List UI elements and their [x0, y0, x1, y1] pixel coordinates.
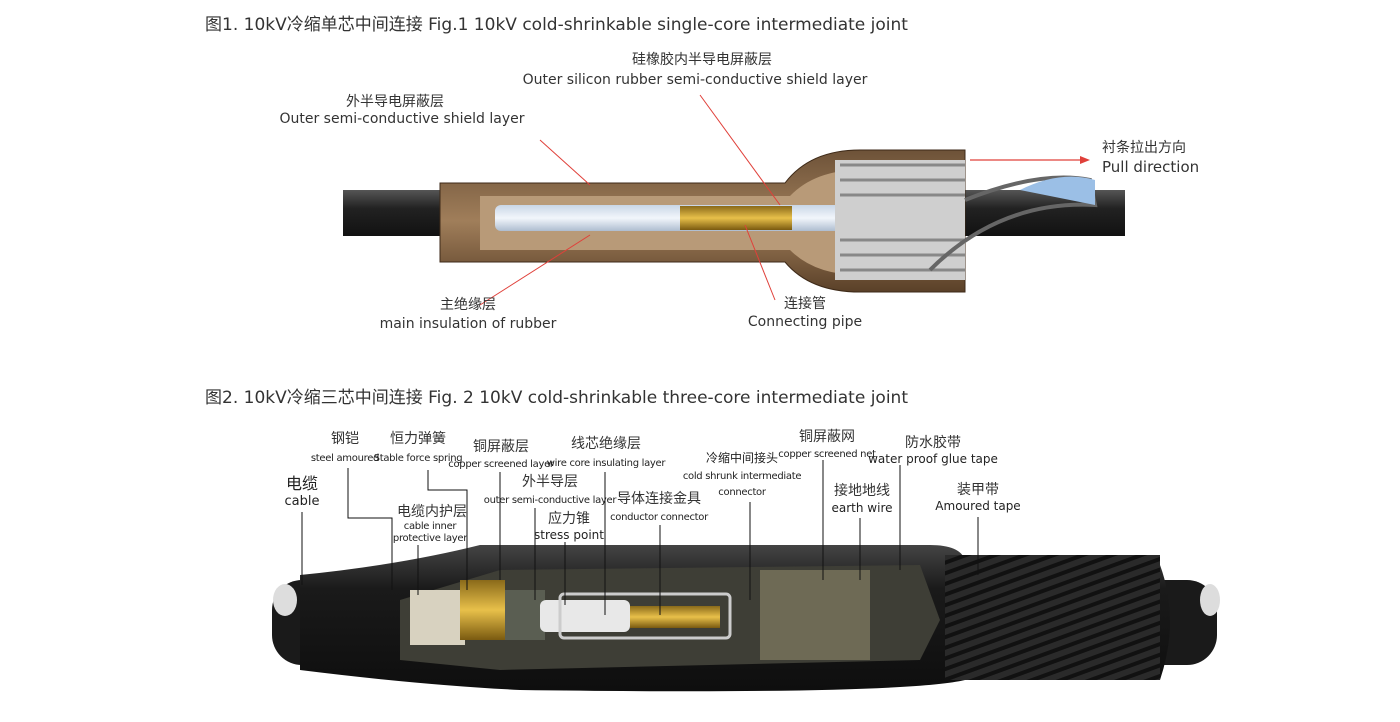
fig2-spring	[410, 590, 465, 645]
label-outer-shield-cn: 外半导电屏蔽层	[346, 94, 444, 110]
label-outer-semi-cn: 外半导层	[522, 474, 578, 490]
label-water-en: water proof glue tape	[868, 452, 998, 466]
label-conductor-en: conductor connector	[610, 512, 708, 523]
label-cold-cn: 冷缩中间接头	[705, 451, 779, 465]
fig2-title: 图2. 10kV冷缩三芯中间连接 Fig. 2 10kV cold-shrink…	[205, 388, 908, 408]
label-steel-cn: 钢铠	[331, 431, 359, 447]
pull-arrow-icon	[1080, 156, 1090, 164]
label-inner-en1: cable inner	[403, 521, 457, 532]
label-cold-en2: connector	[718, 487, 766, 498]
label-spring-en: Stable force spring	[373, 453, 463, 464]
label-inner-cn: 电缆内护层	[397, 504, 467, 520]
label-armour-en: Amoured tape	[935, 499, 1021, 513]
fig1-title: 图1. 10kV冷缩单芯中间连接 Fig.1 10kV cold-shrinka…	[205, 15, 908, 35]
label-net-en: copper screened net	[778, 449, 876, 460]
fig1-leaders	[479, 94, 781, 306]
label-spring-cn: 恒力弹簧	[390, 431, 446, 447]
label-copper-layer-cn: 铜屏蔽层	[473, 439, 529, 455]
label-earth-en: earth wire	[831, 501, 893, 515]
label-water-cn: 防水胶带	[905, 435, 961, 451]
fig2-stress-cone	[540, 600, 630, 632]
fig2-conductor-connector	[630, 606, 720, 628]
label-stress-cn: 应力锥	[548, 511, 590, 527]
label-wire-core-cn: 线芯绝缘层	[571, 436, 641, 452]
label-main-ins-en: main insulation of rubber	[379, 316, 557, 332]
label-silicon-shield-en: Outer silicon rubber semi-conductive shi…	[522, 72, 868, 88]
fig2-joint-drawing	[272, 460, 1220, 692]
fig2-armoured-tape	[945, 555, 1160, 680]
label-steel-en: steel amoured	[310, 453, 380, 464]
label-armour-cn: 装甲带	[957, 482, 999, 498]
fig1-connecting-pipe	[680, 206, 792, 230]
label-pull-en: Pull direction	[1102, 158, 1200, 176]
label-pull-cn: 衬条拉出方向	[1102, 140, 1186, 156]
fig2-leaders	[301, 460, 979, 615]
label-cable-en: cable	[284, 494, 320, 509]
fig1-joint-drawing	[343, 94, 1125, 306]
label-earth-cn: 接地地线	[834, 483, 890, 499]
fig2-copper-net	[760, 570, 870, 660]
label-cold-en1: cold shrunk intermediate	[682, 471, 802, 482]
label-wire-core-en: wire core insulating layer	[546, 458, 666, 469]
label-pipe-cn: 连接管	[784, 296, 826, 312]
label-outer-semi-en: outer semi-conductive layer	[483, 495, 617, 506]
label-stress-en: stress point	[534, 528, 604, 542]
label-conductor-cn: 导体连接金具	[617, 491, 701, 507]
fig1-spiral-liner	[835, 160, 1098, 280]
label-pipe-en: Connecting pipe	[747, 314, 863, 330]
label-cable-cn: 电缆	[285, 474, 319, 493]
label-main-ins-cn: 主绝缘层	[440, 297, 496, 313]
label-copper-layer-en: copper screened layer	[448, 459, 554, 470]
label-net-cn: 铜屏蔽网	[799, 429, 855, 445]
label-outer-shield-en: Outer semi-conductive shield layer	[279, 111, 525, 127]
label-inner-en2: protective layer	[392, 533, 468, 544]
label-silicon-shield-cn: 硅橡胶内半导电屏蔽层	[632, 52, 772, 68]
